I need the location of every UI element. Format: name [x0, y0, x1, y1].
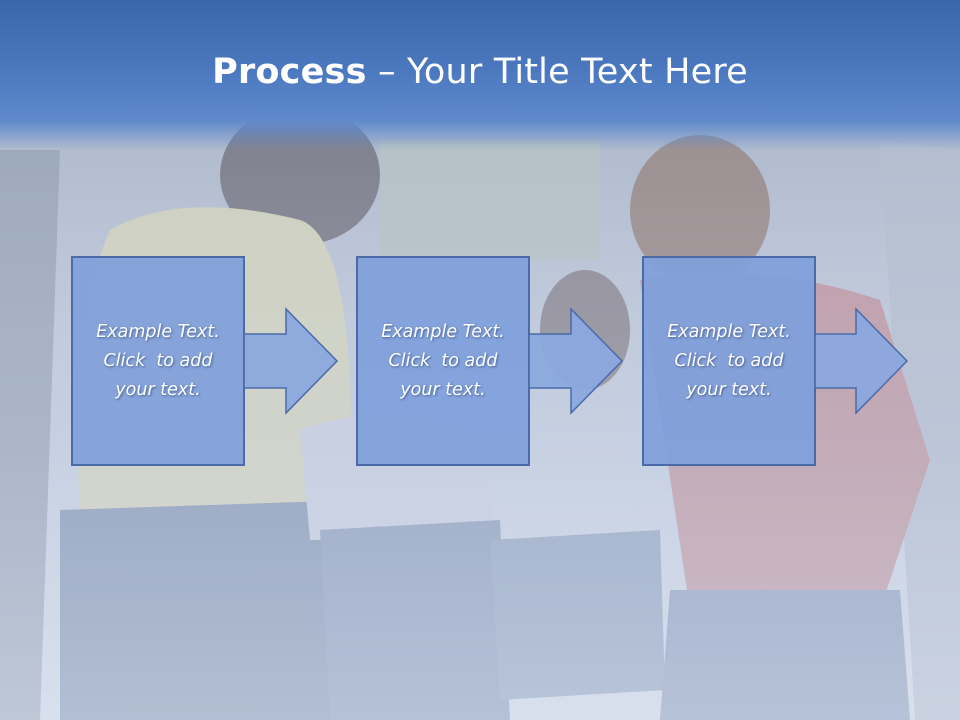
step-1-text[interactable]: Example Text. Click to add your text. [72, 257, 244, 465]
step-3-line-2: Click to add [674, 350, 784, 371]
step-1-line-1: Example Text. [96, 321, 220, 342]
slide-title[interactable]: Process – Your Title Text Here [0, 52, 960, 92]
step-1-line-3: your text. [115, 379, 201, 400]
title-dash: – [366, 52, 407, 92]
title-bold: Process [212, 52, 367, 92]
step-2-line-3: your text. [400, 379, 486, 400]
title-rest: Your Title Text Here [406, 52, 748, 92]
title-bar [0, 0, 960, 150]
step-2-line-1: Example Text. [381, 321, 505, 342]
step-3-line-1: Example Text. [667, 321, 791, 342]
step-3-text[interactable]: Example Text. Click to add your text. [643, 257, 815, 465]
step-2-line-2: Click to add [388, 350, 498, 371]
step-1-line-2: Click to add [103, 350, 213, 371]
step-3-line-3: your text. [686, 379, 772, 400]
step-2-text[interactable]: Example Text. Click to add your text. [357, 257, 529, 465]
